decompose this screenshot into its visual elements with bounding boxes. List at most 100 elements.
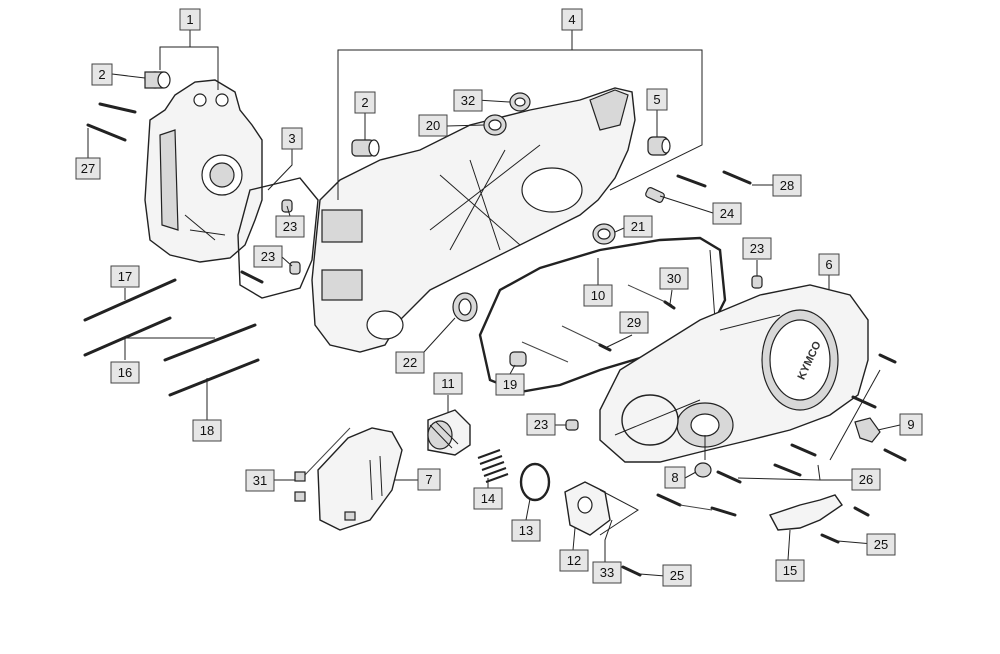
callout-30: 30: [659, 267, 689, 290]
svg-text:23: 23: [261, 249, 275, 264]
svg-text:19: 19: [503, 377, 517, 392]
callout-19: 19: [495, 373, 525, 396]
bushing-5: [647, 136, 671, 156]
svg-text:6: 6: [825, 257, 832, 272]
callout-23-b: 23: [253, 245, 283, 268]
callout-23-a: 23: [275, 215, 305, 238]
bushing-left: [144, 71, 171, 89]
svg-text:7: 7: [425, 472, 432, 487]
svg-text:32: 32: [461, 93, 475, 108]
svg-text:22: 22: [403, 355, 417, 370]
transmission-cover: KYMCO: [599, 284, 869, 463]
callout-22: 22: [395, 351, 425, 374]
spring-14: [477, 449, 509, 483]
callout-4: 4: [561, 8, 583, 31]
svg-text:4: 4: [568, 12, 575, 27]
callout-15: 15: [775, 559, 805, 582]
callout-25-b: 25: [662, 564, 692, 587]
svg-text:15: 15: [783, 563, 797, 578]
callout-20: 20: [418, 114, 448, 137]
clamp-9: [854, 417, 881, 443]
callout-23-c: 23: [742, 237, 772, 260]
callout-9: 9: [899, 413, 923, 436]
cover-gasket-10: [478, 236, 727, 394]
part-11: [427, 409, 471, 456]
callout-8: 8: [664, 466, 686, 489]
callout-7: 7: [417, 468, 441, 491]
callout-2-center: 2: [354, 91, 376, 114]
svg-text:9: 9: [907, 417, 914, 432]
svg-text:2: 2: [361, 95, 368, 110]
seals-32-20: [483, 92, 531, 136]
svg-text:18: 18: [200, 423, 214, 438]
dowels-23-right: [565, 275, 763, 431]
svg-text:5: 5: [653, 92, 660, 107]
svg-text:16: 16: [118, 365, 132, 380]
callout-18: 18: [192, 419, 222, 442]
svg-text:14: 14: [481, 491, 495, 506]
seal-22: [452, 292, 478, 322]
callout-21: 21: [623, 215, 653, 238]
callout-17: 17: [110, 265, 140, 288]
callout-12: 12: [559, 549, 589, 572]
svg-text:21: 21: [631, 219, 645, 234]
bushing-center: [351, 139, 380, 157]
svg-text:20: 20: [426, 118, 440, 133]
svg-text:23: 23: [750, 241, 764, 256]
svg-text:3: 3: [288, 131, 295, 146]
svg-text:28: 28: [780, 178, 794, 193]
dowels-23-left: [240, 199, 301, 284]
svg-text:24: 24: [720, 206, 734, 221]
plug-8: [694, 462, 712, 478]
callout-14: 14: [473, 487, 503, 510]
svg-text:25: 25: [670, 568, 684, 583]
callout-16: 16: [110, 361, 140, 384]
svg-text:29: 29: [627, 315, 641, 330]
bolts-27: [86, 102, 137, 142]
callout-3: 3: [281, 127, 303, 150]
callout-25-a: 25: [866, 533, 896, 556]
svg-text:31: 31: [253, 473, 267, 488]
svg-text:30: 30: [667, 271, 681, 286]
callout-27: 27: [75, 157, 101, 180]
svg-text:12: 12: [567, 553, 581, 568]
bolts-26: [656, 353, 907, 517]
svg-text:26: 26: [859, 472, 873, 487]
callout-10: 10: [583, 284, 613, 307]
callout-6: 6: [818, 253, 840, 276]
callout-26: 26: [851, 468, 881, 491]
svg-text:25: 25: [874, 537, 888, 552]
clips-31: [294, 427, 351, 502]
leader-lines: [87, 30, 901, 577]
svg-text:23: 23: [534, 417, 548, 432]
seal-21: [592, 223, 616, 245]
svg-text:11: 11: [441, 376, 455, 391]
svg-text:1: 1: [186, 12, 193, 27]
svg-text:33: 33: [600, 565, 614, 580]
svg-text:2: 2: [98, 67, 105, 82]
svg-text:10: 10: [591, 288, 605, 303]
callout-1: 1: [179, 8, 201, 31]
callout-28: 28: [772, 174, 802, 197]
dowel-24: [645, 187, 665, 203]
svg-text:17: 17: [118, 269, 132, 284]
svg-text:23: 23: [283, 219, 297, 234]
part-12: [564, 481, 639, 536]
studs-17-16-18: [83, 278, 260, 397]
callout-31: 31: [245, 469, 275, 492]
oring-13: [519, 462, 551, 502]
callout-29: 29: [619, 311, 649, 334]
callout-32: 32: [453, 89, 483, 112]
svg-text:8: 8: [671, 470, 678, 485]
callout-5: 5: [646, 88, 668, 111]
callout-13: 13: [511, 519, 541, 542]
dowel-19: [509, 351, 527, 367]
svg-text:27: 27: [81, 161, 95, 176]
callout-24: 24: [712, 202, 742, 225]
gasket-3: [237, 177, 319, 299]
callout-33: 33: [592, 561, 622, 584]
bolts-25: [621, 506, 870, 577]
callout-2-left: 2: [91, 63, 113, 86]
bolts-28: [676, 170, 752, 188]
